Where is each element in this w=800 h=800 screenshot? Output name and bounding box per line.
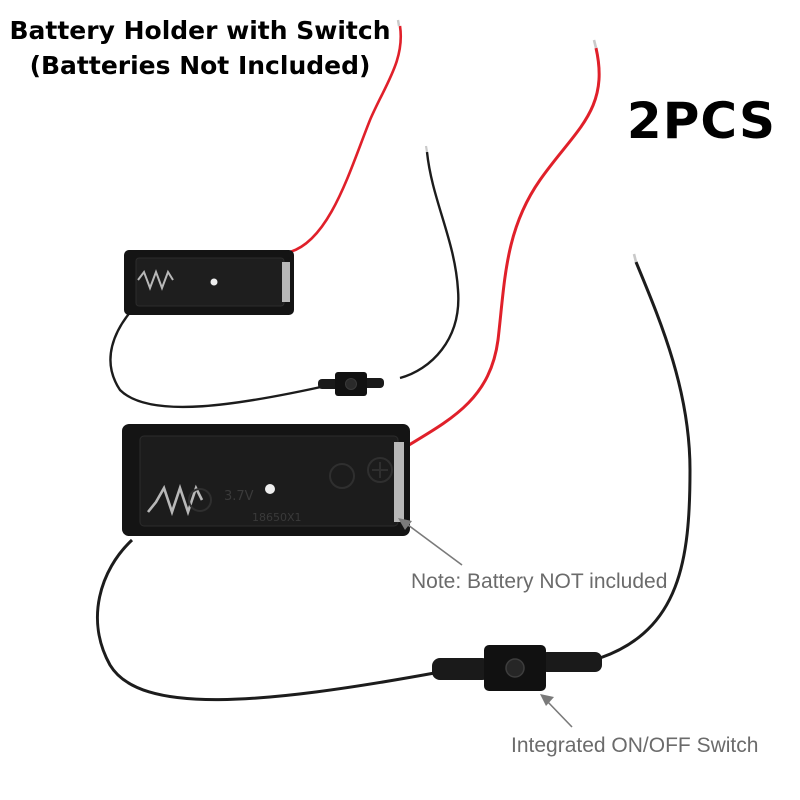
large-black-wire-tip (632, 253, 638, 263)
holder-voltage-mark: 3.7V (224, 489, 254, 504)
battery-note-arrow (398, 518, 463, 566)
switch-note-arrow (540, 694, 573, 728)
battery-not-included-note: Note: Battery NOT included (411, 570, 668, 593)
small-battery-holder (124, 250, 294, 315)
small-holder-red-wire (289, 25, 403, 254)
large-battery-holder: 3.7V 18650X1 (122, 424, 410, 536)
product-title-line2: (Batteries Not Included) (29, 51, 371, 80)
small-holder-black-lead (399, 151, 460, 380)
large-switch (432, 645, 602, 691)
small-switch (318, 372, 384, 396)
large-red-wire-tip (592, 39, 598, 49)
small-red-wire-tip (396, 19, 401, 27)
small-holder-switch-wire (109, 309, 331, 409)
switch-feature-note: Integrated ON/OFF Switch (511, 734, 759, 757)
quantity-badge: 2PCS (626, 92, 776, 150)
large-holder-left-black-wire (96, 538, 441, 702)
product-title-line1: Battery Holder with Switch (9, 16, 391, 45)
large-holder-right-black-wire (599, 261, 692, 660)
large-holder-red-wire (403, 47, 601, 450)
small-black-wire-tip (424, 145, 429, 153)
holder-model-mark: 18650X1 (252, 511, 302, 524)
